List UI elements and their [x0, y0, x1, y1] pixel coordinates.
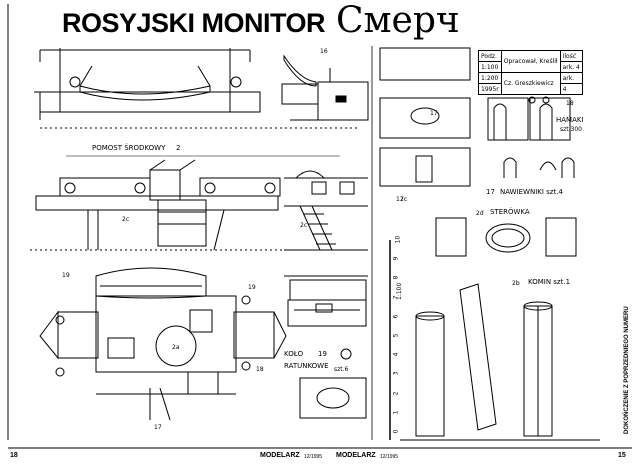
scale-tick-label: 10	[394, 235, 402, 244]
komin-number: 2b	[512, 280, 520, 287]
hamaki-label: HAMAKI	[556, 116, 584, 124]
part-2c-b: 2c	[300, 222, 308, 229]
pomost-number: 2	[176, 144, 181, 152]
scale-tick-label: 3	[392, 371, 400, 376]
author-line1: Opracował, Kreślił	[500, 50, 561, 73]
scale-tick-label: 0	[392, 429, 400, 434]
continuation-text: DOKOŃCZENIE Z POPRZEDNIEGO NUMERU	[624, 306, 630, 434]
scale2: 1:200	[478, 72, 502, 84]
continuation-note: DOKOŃCZENIE Z POPRZEDNIEGO NUMERU	[624, 306, 636, 434]
scale1: 1:100	[478, 61, 502, 73]
kolo-number: 19	[318, 350, 327, 358]
part-19b: 19	[248, 284, 256, 291]
part-17b: 17	[154, 424, 162, 431]
side-view-davit-16	[281, 54, 369, 121]
kolo-label: KOŁO	[284, 350, 304, 358]
komin-views	[400, 283, 600, 441]
page-title: ROSYJSKI MONITOR	[62, 8, 326, 38]
part-17-view	[379, 47, 575, 187]
part-18b: 18	[256, 366, 264, 373]
podz-label: Podz.	[478, 50, 502, 62]
scale-tick-label: 9	[392, 256, 400, 261]
part-17c: 17	[396, 196, 404, 203]
sterowka-number: 2d	[476, 210, 484, 217]
part-16: 16	[320, 48, 328, 55]
nawiewniki-number: 17	[486, 188, 495, 196]
part-2a: 2a	[172, 344, 180, 351]
scale-tick-label: 5	[392, 333, 400, 338]
count-label: Ilość	[559, 50, 583, 62]
part-19a: 19	[62, 272, 70, 279]
pomost-side-view	[30, 155, 340, 251]
hamaki-count: szt.300	[560, 126, 582, 133]
superstructure-side-view	[284, 275, 368, 327]
kolo-ratunkowe	[299, 348, 367, 419]
ark1: ark. 4	[559, 61, 583, 73]
page-number-right: 15	[618, 452, 626, 459]
ark2-label: ark.	[559, 72, 583, 84]
komin-label: KOMIN szt.1	[528, 278, 571, 286]
magazine-name-left: MODELARZ	[260, 452, 300, 459]
ratunkowe-label: RATUNKOWE	[284, 362, 329, 370]
part-18a: 18	[566, 100, 574, 107]
magazine-issue-left: 12/1995	[304, 454, 323, 460]
nawiewniki-label: NAWIEWNIKI szt.4	[500, 188, 563, 196]
pomost-label: POMOST ŚRODKOWY	[92, 144, 166, 152]
scale-tick-label: 2	[392, 391, 400, 396]
scale-tick-label: 1	[392, 410, 400, 415]
part-2c: 2c	[122, 216, 130, 223]
scale-tick-label: 7	[392, 295, 400, 300]
page-number-left: 18	[10, 452, 18, 459]
scale-tick-label: 6	[392, 314, 400, 319]
ladder-side-view	[284, 170, 368, 251]
side-view-stern-boat	[34, 48, 360, 129]
scale-tick-label: 4	[392, 352, 400, 357]
author-line2: Cz. Greszkiewicz	[500, 72, 561, 95]
magazine-issue-right: 12/1995	[380, 454, 399, 460]
sterowka-views	[435, 217, 577, 257]
sterowka-label: STERÓWKA	[490, 208, 530, 216]
ratunkowe-count: szt.6	[334, 366, 349, 373]
year: 1995r	[478, 83, 502, 95]
page-title-russian: Смерч	[336, 0, 460, 41]
deck-plan	[39, 267, 287, 421]
part-17a: 17	[430, 110, 438, 117]
ark2-value: 4	[559, 83, 583, 95]
title-block: Podz. Opracował, Kreślił Ilość 1:100 ark…	[478, 50, 583, 95]
scale-tick-label: 8	[392, 275, 400, 280]
magazine-name-right: MODELARZ	[336, 452, 376, 459]
part-2c-c: 2c	[400, 196, 408, 203]
